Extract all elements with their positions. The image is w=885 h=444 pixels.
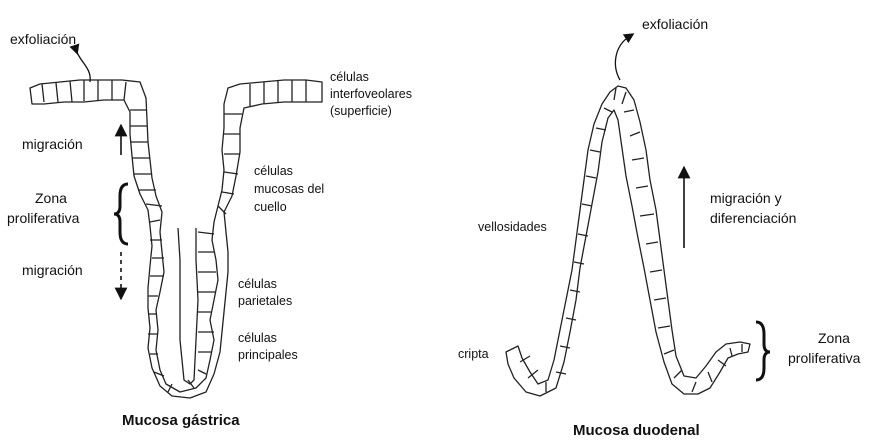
migration-differentiation-label-1: migración y (710, 190, 782, 207)
duodenal-proliferative-brace (756, 322, 770, 380)
proliferative-zone-brace (114, 184, 128, 244)
exfoliation-arrow (76, 50, 90, 82)
duodenal-villus (506, 86, 750, 396)
gastric-exfoliation-label: exfoliación (10, 31, 76, 48)
duodenal-proliferative-label-1: Zona (818, 330, 850, 347)
villi-label: vellosidades (478, 219, 547, 235)
principal-cells-label-2: principales (238, 347, 298, 363)
duodenal-exfoliation-label: exfoliación (642, 16, 708, 33)
migration-down-label: migración (22, 262, 83, 279)
migration-differentiation-label-2: diferenciación (710, 210, 796, 227)
duodenal-exfoliation-arrow (615, 36, 630, 80)
duodenal-caption: Mucosa duodenal (573, 422, 700, 439)
interfoveolar-label-2: interfoveolares (330, 86, 412, 102)
crypt-label: cripta (458, 346, 489, 362)
proliferative-zone-label-2: proliferativa (7, 210, 79, 227)
parietal-cells-label-1: células (238, 276, 277, 292)
proliferative-zone-label-1: Zona (35, 190, 67, 207)
gastric-caption: Mucosa gástrica (122, 412, 240, 429)
neck-cells-label-2: mucosas del (254, 181, 324, 197)
duodenal-proliferative-label-2: proliferativa (788, 350, 860, 367)
parietal-cells-label-2: parietales (238, 293, 292, 309)
migration-up-label: migración (22, 136, 83, 153)
neck-cells-label-1: células (254, 163, 293, 179)
principal-cells-label-1: células (238, 330, 277, 346)
interfoveolar-label-1: células (330, 69, 369, 85)
interfoveolar-label-3: (superficie) (330, 103, 392, 119)
neck-cells-label-3: cuello (254, 199, 287, 215)
